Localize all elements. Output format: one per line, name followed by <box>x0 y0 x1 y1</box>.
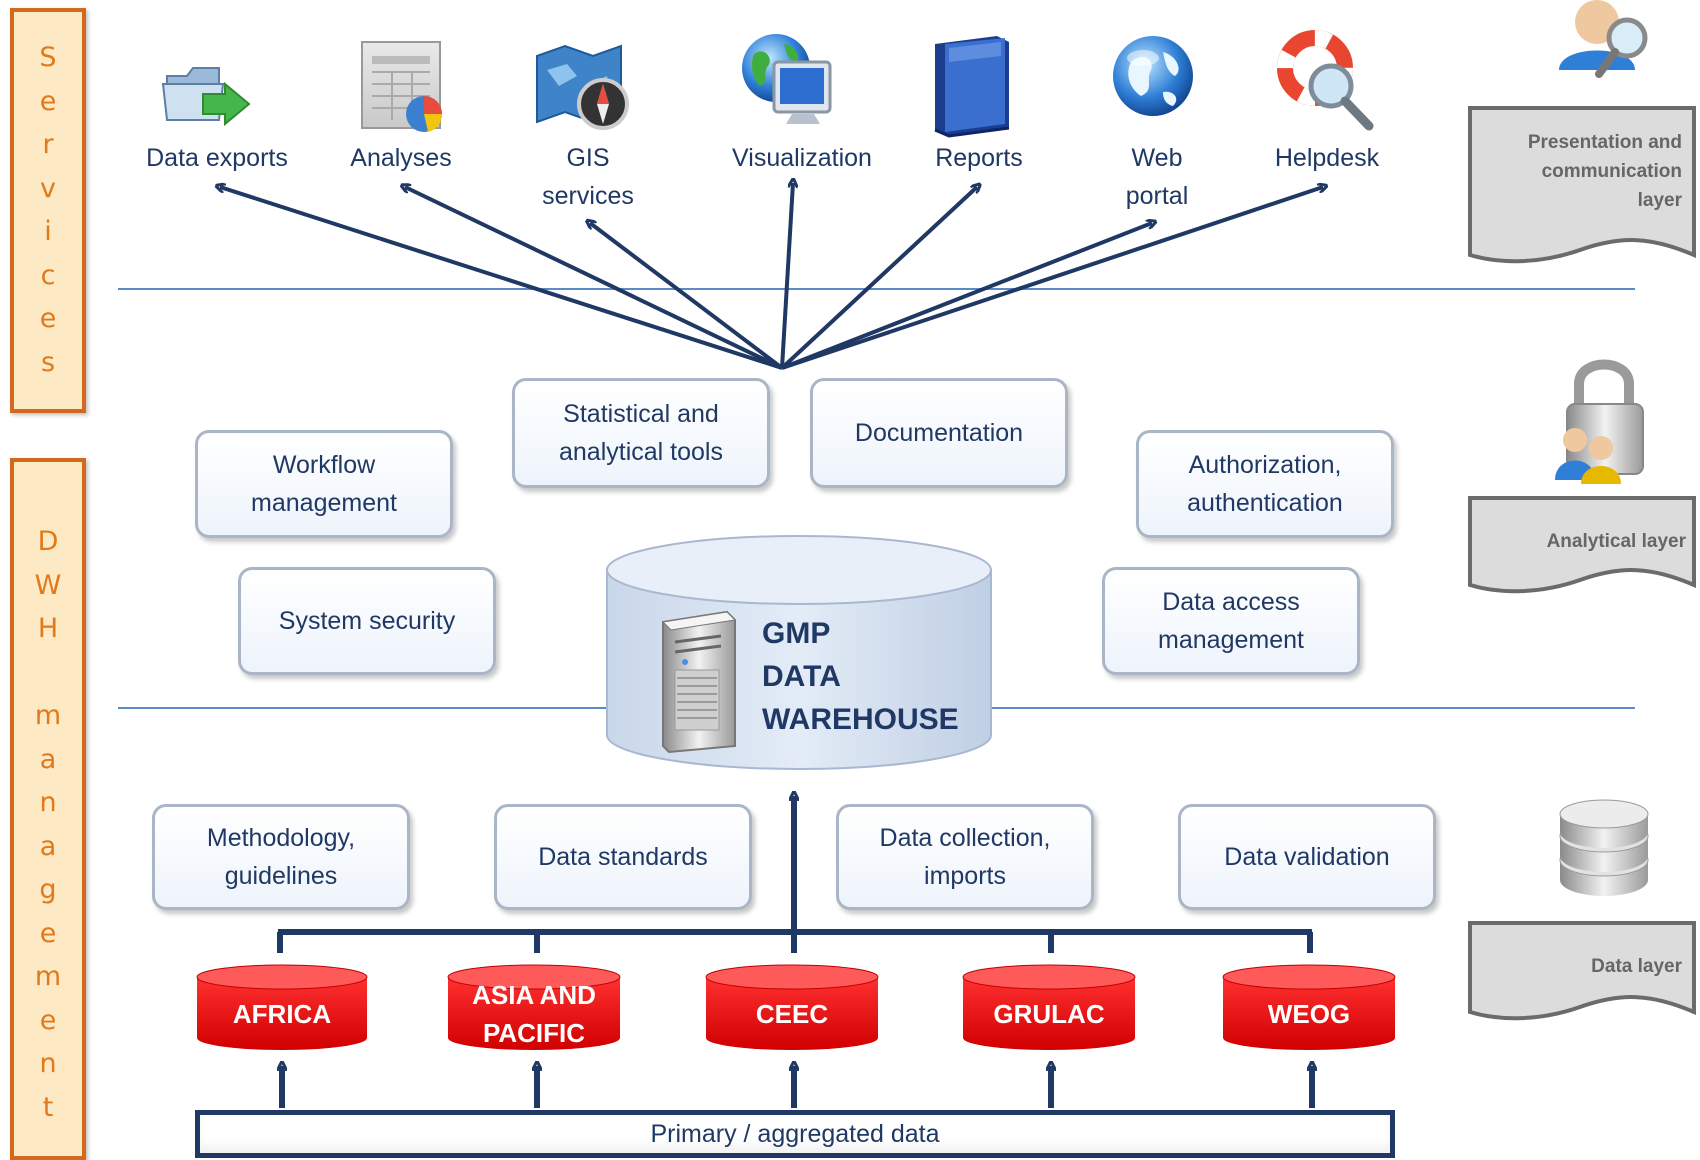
service-label-helpdesk: Helpdesk <box>1274 144 1380 172</box>
sidebar-letter: g <box>39 874 57 905</box>
authorization-box: Authorization, authentication <box>1136 430 1394 538</box>
statistical-tools-box: Statistical and analytical tools <box>512 378 770 488</box>
data-layer-banner <box>1468 921 1696 1021</box>
region-cylinder-grulac <box>962 964 1136 1050</box>
sidebar-letter: i <box>44 216 52 247</box>
sidebar-letter: a <box>39 743 57 775</box>
service-label-analyses: Analyses <box>350 144 452 172</box>
region-label-weog: WEOG <box>1267 999 1351 1029</box>
service-label-web-portal: Web portal <box>1125 144 1189 210</box>
server-tower-icon <box>661 610 737 754</box>
analytical-layer-label: Analytical layer <box>1546 531 1686 552</box>
sidebar-letter <box>14 651 82 695</box>
workflow-management-box: Workflow management <box>195 430 453 538</box>
service-arrows <box>220 183 1323 370</box>
data-access-box: Data access management <box>1102 567 1360 675</box>
sidebar-letter: D <box>37 526 59 557</box>
data-validation-box: Data validation <box>1178 804 1436 910</box>
data-standards-box: Data standards <box>494 804 752 910</box>
presentation-layer-banner <box>1468 106 1696 264</box>
sidebar-letter: a <box>39 830 57 862</box>
globe-monitor-icon <box>742 34 832 124</box>
sidebar-letter: t <box>42 1091 54 1123</box>
sidebar-letter: e <box>39 917 57 949</box>
data-warehouse-title: GMP DATA WAREHOUSE <box>762 617 959 736</box>
region-connector <box>277 929 1313 953</box>
region-label-grulac: GRULAC <box>993 999 1105 1029</box>
user-magnifier-icon <box>1559 0 1648 78</box>
region-cylinders <box>196 964 1396 1050</box>
region-label-ceec: CEEC <box>755 999 829 1029</box>
web-globe-icon <box>1113 36 1193 116</box>
sidebar-letter: H <box>37 613 59 644</box>
region-cylinder-africa <box>196 964 368 1050</box>
sidebar-letter: e <box>39 85 57 117</box>
database-disks-icon <box>1559 799 1649 896</box>
region-label-asia-pacific: ASIA AND PACIFIC <box>472 980 596 1048</box>
sidebar-letter: r <box>42 129 54 160</box>
data-collection-box: Data collection, imports <box>836 804 1094 910</box>
sidebar-letter: W <box>34 569 62 601</box>
documentation-box: Documentation <box>810 378 1068 488</box>
service-label-data-exports: Data exports <box>146 144 288 172</box>
analytical-layer-banner <box>1468 496 1696 594</box>
region-cylinder-weog <box>1222 964 1396 1050</box>
sidebar-letter: s <box>40 346 56 378</box>
data-layer-label: Data layer <box>1591 956 1682 977</box>
methodology-box: Methodology, guidelines <box>152 804 410 910</box>
sidebar-letter: S <box>39 42 57 73</box>
primary-data-arrows <box>282 1066 1312 1108</box>
region-label-africa: AFRICA <box>232 999 332 1029</box>
lifebuoy-magnifier-icon <box>1277 30 1374 131</box>
sidebar-letter: m <box>34 961 62 992</box>
spreadsheet-chart-icon <box>361 41 443 132</box>
sidebar-letter: n <box>39 787 57 818</box>
service-label-gis: GIS services <box>542 144 634 210</box>
sidebar-letter: v <box>40 172 56 204</box>
presentation-layer-label: Presentation and communication layer <box>1527 132 1682 211</box>
system-security-box: System security <box>238 567 496 675</box>
sidebar-letter: e <box>39 303 57 334</box>
primary-data-label: Primary / aggregated data <box>650 1119 940 1148</box>
region-cylinder-ceec <box>705 964 879 1050</box>
sidebar-letter: m <box>34 700 62 731</box>
folder-export-icon <box>161 67 251 127</box>
service-label-reports: Reports <box>935 144 1023 172</box>
service-label-visualization: Visualization <box>732 144 872 172</box>
sidebar-letter: n <box>39 1048 57 1079</box>
map-compass-icon <box>536 44 629 130</box>
sidebar-letter: c <box>40 259 56 291</box>
primary-data-bar: Primary / aggregated data <box>195 1110 1395 1158</box>
book-icon <box>934 36 1010 138</box>
sidebar-letter: e <box>39 1004 57 1036</box>
region-cylinder-asia <box>447 964 621 1050</box>
padlock-users-icon <box>1555 359 1644 484</box>
